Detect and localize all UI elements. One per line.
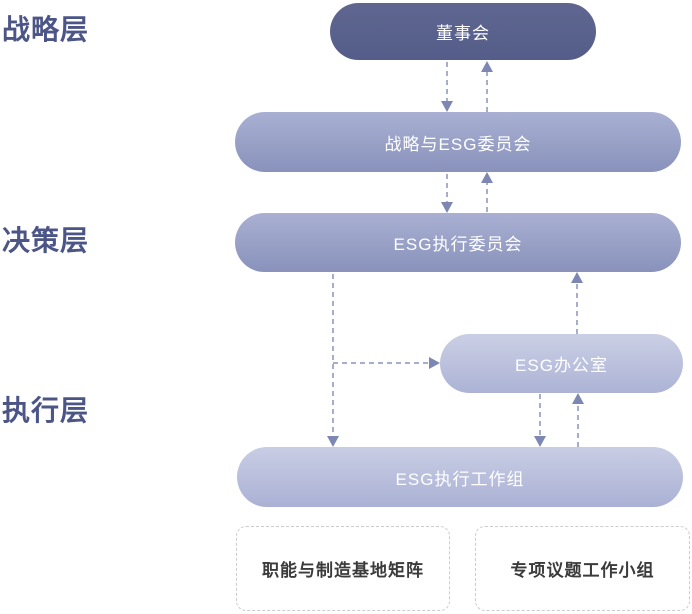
arrow-down-icon (441, 101, 453, 112)
layer-label-execution: 执行层 (2, 395, 90, 426)
layer-label-strategic: 战略层 (2, 14, 90, 45)
arrow-right-icon (429, 357, 440, 369)
arrow-down-icon (327, 436, 339, 447)
connector-branch-to-office-right (333, 357, 440, 369)
connector-exec-to-committee-up (481, 172, 493, 212)
node-esg-exec-committee: ESG执行委员会 (235, 213, 681, 272)
node-board-of-directors: 董事会 (330, 3, 596, 60)
connector-office-to-exec-up (571, 272, 583, 334)
arrow-up-icon (481, 172, 493, 183)
connector-committee-to-exec-down (441, 174, 453, 213)
arrow-down-icon (534, 436, 546, 447)
arrow-up-icon (572, 393, 584, 404)
node-esg-office: ESG办公室 (440, 334, 683, 393)
node-function-matrix: 职能与制造基地矩阵 (236, 526, 450, 611)
node-strategy-esg-committee: 战略与ESG委员会 (235, 112, 681, 172)
connector-committee-to-board-up (481, 61, 493, 112)
layer-label-decision: 决策层 (2, 225, 90, 256)
connector-board-to-committee-down (441, 62, 453, 112)
node-special-topic-group: 专项议题工作小组 (475, 526, 690, 611)
connector-exec-to-workgroup-down (327, 274, 339, 447)
node-esg-working-group: ESG执行工作组 (237, 447, 683, 507)
arrow-up-icon (481, 61, 493, 72)
connector-office-to-workgroup-down (534, 394, 546, 447)
arrow-down-icon (441, 202, 453, 213)
connector-workgroup-to-office-up (572, 393, 584, 447)
arrow-up-icon (571, 272, 583, 283)
